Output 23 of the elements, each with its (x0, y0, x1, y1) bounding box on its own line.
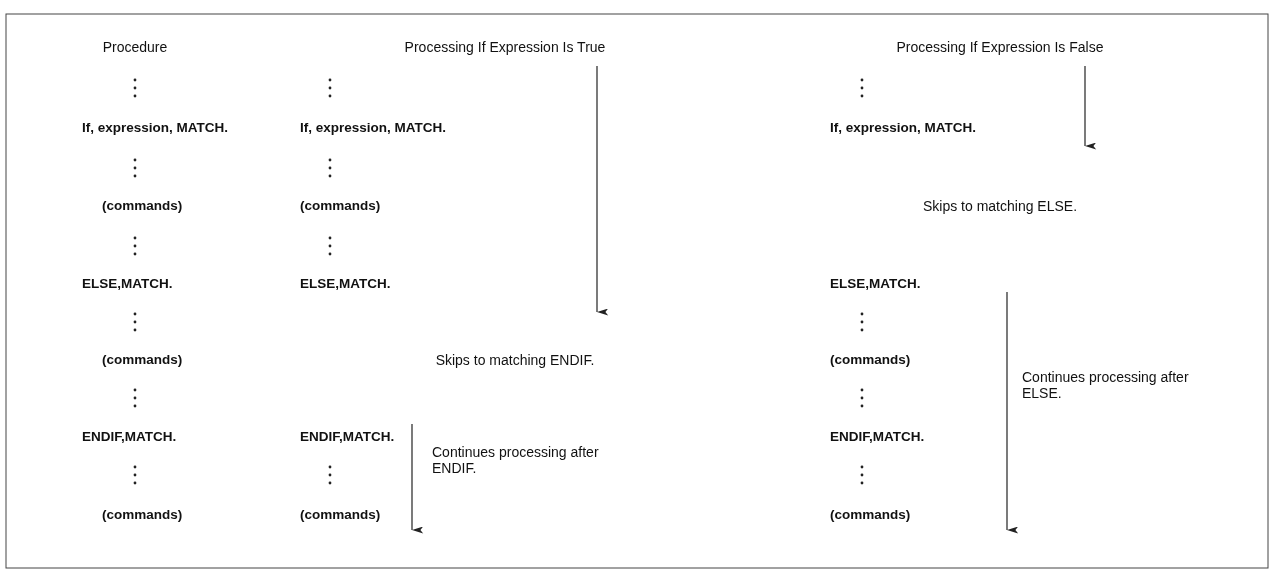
code-line: (commands) (830, 506, 911, 524)
code-line: (commands) (102, 351, 183, 369)
note-text: Skips to matching ENDIF. (435, 351, 595, 369)
code-line: (commands) (102, 197, 183, 215)
note-text: Skips to matching ELSE. (922, 197, 1078, 215)
note-text: Continues processing after ELSE. (1022, 369, 1190, 401)
code-line: (commands) (102, 506, 183, 524)
column-heading: Processing If Expression Is True (404, 38, 606, 56)
code-line: If, expression, MATCH. (830, 119, 977, 137)
code-line: ENDIF,MATCH. (300, 428, 395, 446)
note-text: Continues processing after ENDIF. (432, 444, 600, 476)
code-line: If, expression, MATCH. (82, 119, 229, 137)
code-line: ENDIF,MATCH. (830, 428, 925, 446)
code-line: If, expression, MATCH. (300, 119, 447, 137)
code-line: (commands) (300, 197, 381, 215)
column-heading: Processing If Expression Is False (896, 38, 1104, 56)
column-heading: Procedure (102, 38, 168, 56)
code-line: ELSE,MATCH. (830, 275, 921, 293)
code-line: ELSE,MATCH. (82, 275, 173, 293)
code-line: ELSE,MATCH. (300, 275, 391, 293)
code-line: (commands) (830, 351, 911, 369)
code-line: (commands) (300, 506, 381, 524)
code-line: ENDIF,MATCH. (82, 428, 177, 446)
